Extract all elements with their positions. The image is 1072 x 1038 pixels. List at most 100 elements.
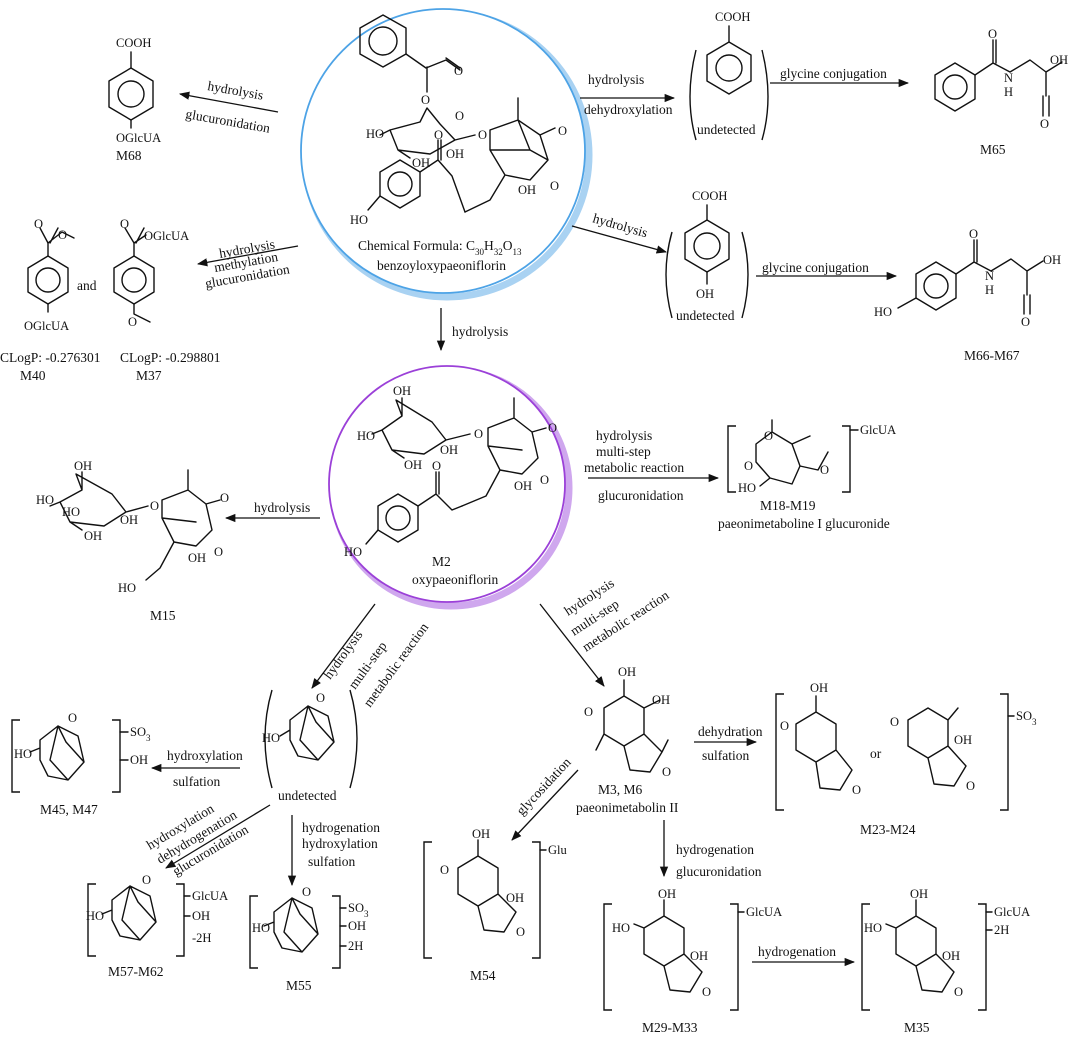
svg-text:M40: M40	[20, 368, 46, 383]
svg-text:dehydroxylation: dehydroxylation	[584, 102, 673, 117]
svg-text:OGlcUA: OGlcUA	[144, 229, 189, 243]
svg-text:CLogP: -0.298801: CLogP: -0.298801	[120, 350, 221, 365]
svg-text:hydrolysis: hydrolysis	[596, 428, 652, 443]
metabolite-m54: OH O OH O Glu M54	[423, 827, 568, 983]
svg-text:SO3: SO3	[130, 725, 151, 743]
metabolite-m18: O O O HO GlcUA M18-M19 paeonimetaboline …	[718, 419, 896, 531]
arrow-to-m54	[511, 769, 579, 841]
svg-text:Glu: Glu	[548, 843, 568, 857]
svg-text:glycosidation: glycosidation	[513, 754, 574, 818]
svg-text:OH: OH	[942, 949, 960, 963]
svg-text:sulfation: sulfation	[308, 854, 355, 869]
svg-text:OH: OH	[440, 443, 458, 457]
svg-text:M54: M54	[470, 968, 496, 983]
svg-text:OH: OH	[810, 681, 828, 695]
svg-text:OH: OH	[1050, 53, 1068, 67]
svg-text:2H: 2H	[994, 923, 1009, 937]
svg-text:hydrogenation: hydrogenation	[302, 820, 380, 835]
svg-text:O: O	[744, 459, 753, 473]
svg-text:O: O	[1040, 117, 1049, 131]
metabolite-m66: HO O N H O OH M66-M67	[874, 227, 1061, 363]
svg-text:hydrolysis: hydrolysis	[206, 78, 264, 103]
metabolite-m15: OH HO HO OH OH O O O OH HO M15	[36, 459, 229, 623]
svg-text:O: O	[220, 491, 229, 505]
svg-text:GlcUA: GlcUA	[860, 423, 896, 437]
svg-text:O: O	[662, 765, 671, 779]
svg-text:paeonimetabolin II: paeonimetabolin II	[576, 800, 679, 815]
svg-text:O: O	[558, 124, 567, 138]
svg-text:undetected: undetected	[278, 788, 337, 803]
arrow-to-hydroxybenzoic	[571, 225, 668, 254]
svg-text:HO: HO	[612, 921, 630, 935]
svg-text:O: O	[58, 228, 67, 242]
svg-text:H: H	[1004, 85, 1013, 99]
svg-text:M66-M67: M66-M67	[964, 348, 1020, 363]
svg-text:OH: OH	[690, 949, 708, 963]
svg-text:O: O	[142, 873, 151, 887]
metabolite-m23: OH O O or O OH O SO3 M23-M24	[775, 681, 1037, 837]
svg-text:O: O	[540, 473, 549, 487]
svg-text:hydroxylation: hydroxylation	[302, 836, 378, 851]
svg-text:O: O	[478, 128, 487, 142]
svg-text:OH: OH	[954, 733, 972, 747]
svg-text:OH: OH	[658, 887, 676, 901]
svg-text:HO: HO	[36, 493, 54, 507]
svg-text:OH: OH	[188, 551, 206, 565]
svg-text:O: O	[516, 925, 525, 939]
svg-text:HO: HO	[14, 747, 32, 761]
svg-text:OH: OH	[412, 156, 430, 170]
svg-text:OH: OH	[348, 919, 366, 933]
formula: Chemical Formula: C30H32O13	[358, 238, 522, 257]
svg-text:hydrogenation: hydrogenation	[676, 842, 754, 857]
svg-text:SO3: SO3	[1016, 709, 1037, 727]
svg-text:glucuronidation: glucuronidation	[676, 864, 762, 879]
svg-text:O: O	[434, 128, 443, 142]
svg-text:hydrogenation: hydrogenation	[758, 944, 836, 959]
svg-text:M23-M24: M23-M24	[860, 822, 916, 837]
svg-text:OH: OH	[472, 827, 490, 841]
svg-text:hydrolysis: hydrolysis	[452, 324, 508, 339]
svg-text:GlcUA: GlcUA	[746, 905, 782, 919]
metabolite-m55: O HO SO3 OH 2H M55	[249, 885, 369, 993]
svg-text:hydroxylation: hydroxylation	[167, 748, 243, 763]
svg-text:O: O	[764, 429, 773, 443]
metabolite-m2: OH HO OH OH O O O OH O HO M2 oxypaeonifl…	[328, 365, 573, 610]
svg-text:O: O	[316, 691, 325, 705]
arrow-to-m40-m37	[196, 245, 299, 267]
svg-text:O: O	[34, 217, 43, 231]
svg-text:dehydration: dehydration	[698, 724, 763, 739]
svg-text:O: O	[584, 705, 593, 719]
svg-text:oxypaeoniflorin: oxypaeoniflorin	[412, 572, 498, 587]
svg-text:COOH: COOH	[715, 10, 750, 24]
svg-text:M68: M68	[116, 148, 142, 163]
svg-text:O: O	[128, 315, 137, 329]
svg-text:O: O	[820, 463, 829, 477]
svg-text:undetected: undetected	[676, 308, 735, 323]
svg-text:OH: OH	[514, 479, 532, 493]
svg-text:glycine conjugation: glycine conjugation	[762, 260, 869, 275]
svg-text:and: and	[77, 278, 97, 293]
svg-text:O: O	[421, 93, 430, 107]
svg-text:HO: HO	[262, 731, 280, 745]
svg-text:OH: OH	[404, 458, 422, 472]
svg-text:O: O	[214, 545, 223, 559]
svg-text:HO: HO	[874, 305, 892, 319]
svg-text:metabolic reaction: metabolic reaction	[584, 460, 684, 475]
metabolite-m35: OH HO OH O GlcUA 2H M35	[861, 887, 1030, 1035]
metabolite-m45: O HO SO3 OH M45, M47	[11, 711, 151, 817]
svg-text:HO: HO	[366, 127, 384, 141]
metabolite-m29: OH HO OH O GlcUA M29-M33	[603, 887, 782, 1035]
metabolite-m65: O N H O OH M65	[934, 27, 1068, 157]
svg-text:O: O	[455, 109, 464, 123]
svg-text:OH: OH	[130, 753, 148, 767]
svg-text:OH: OH	[506, 891, 524, 905]
svg-text:M55: M55	[286, 978, 312, 993]
hydroxybenzoic-intermediate: COOH OH undetected	[665, 189, 749, 323]
svg-text:OH: OH	[652, 693, 670, 707]
svg-text:glucuronidation: glucuronidation	[598, 488, 684, 503]
svg-text:O: O	[966, 779, 975, 793]
metabolite-m68: COOH OGlcUA M68	[108, 36, 161, 163]
svg-text:M2: M2	[432, 554, 451, 569]
svg-text:O: O	[68, 711, 77, 725]
